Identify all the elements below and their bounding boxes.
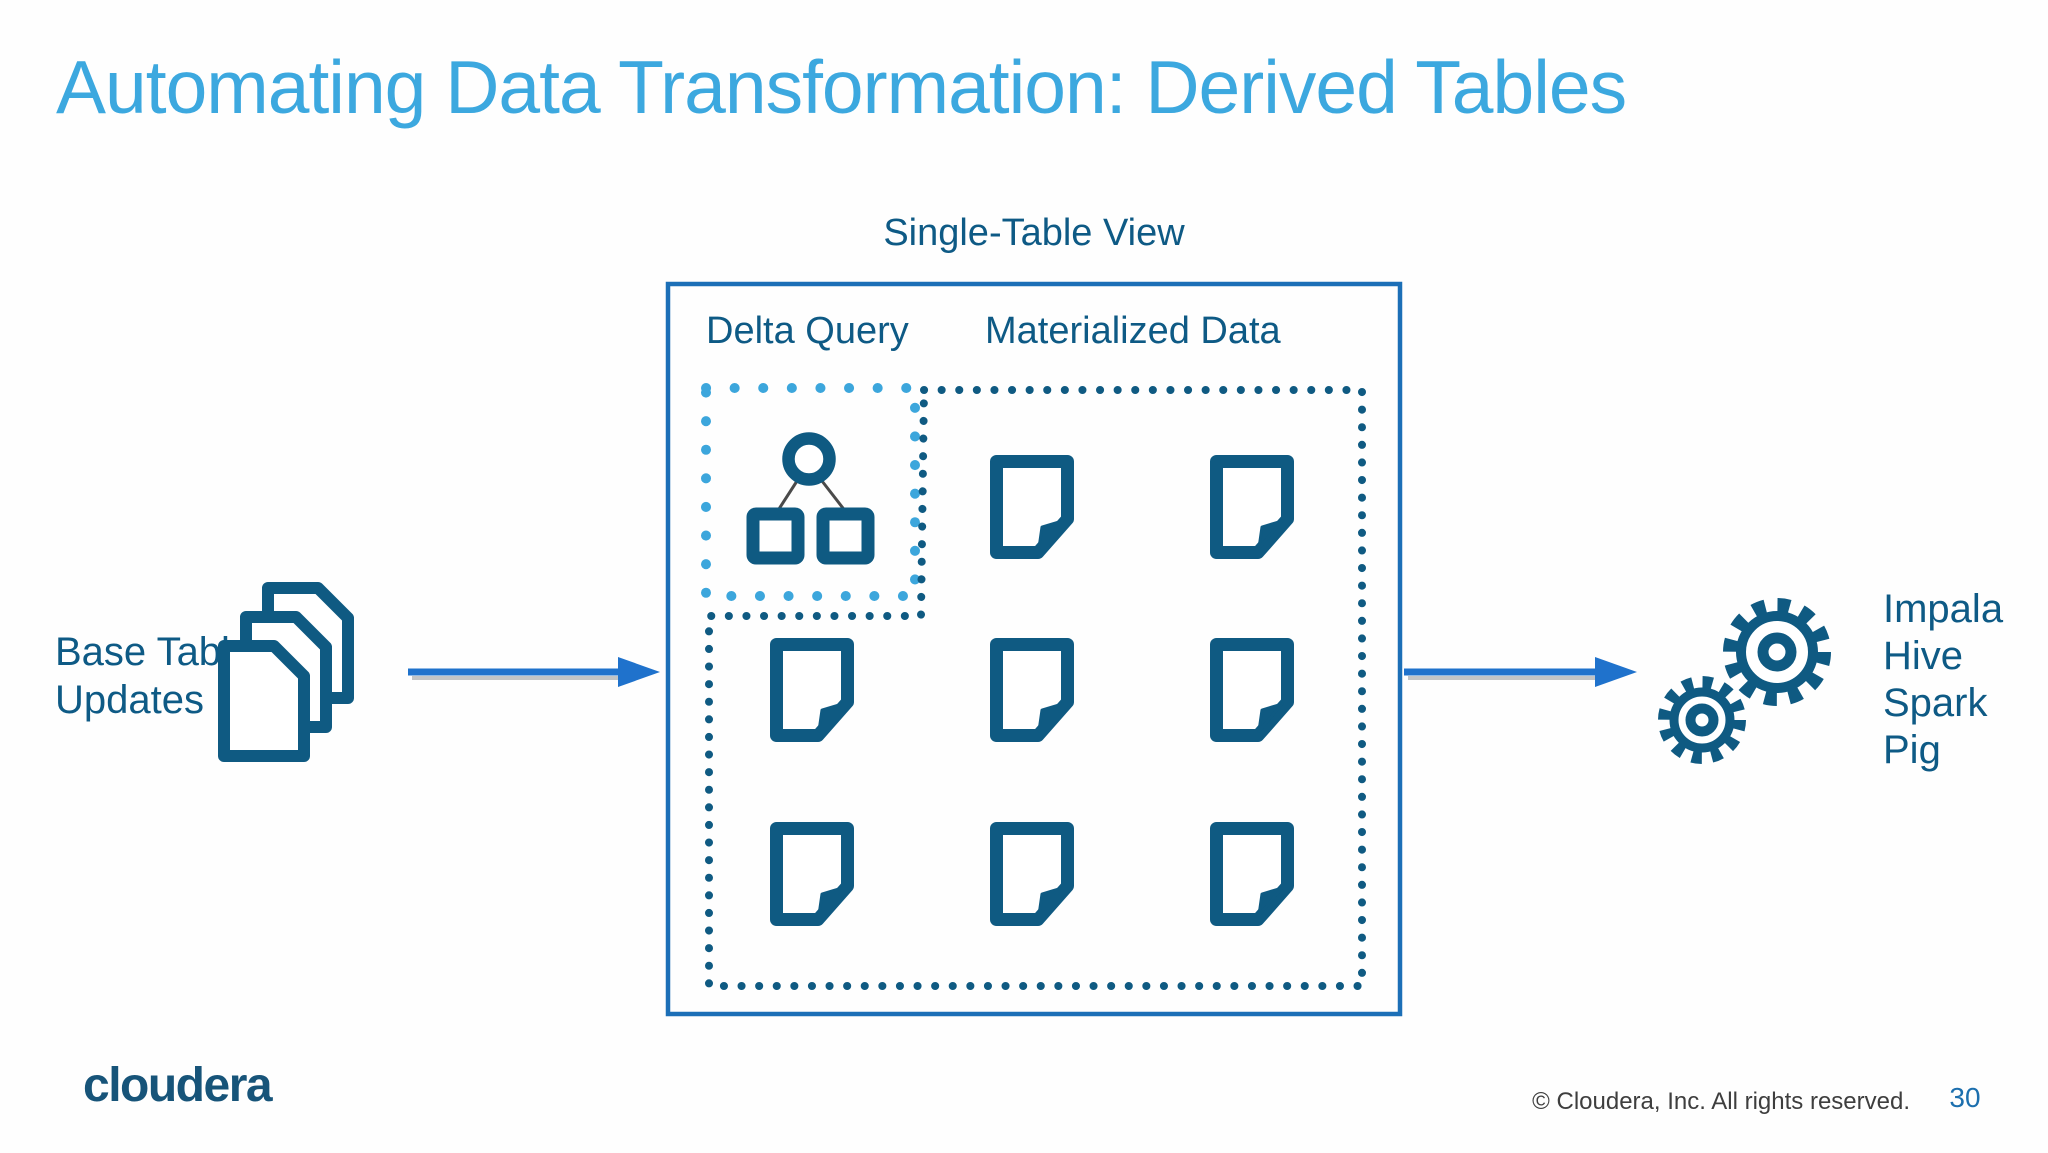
copyright-text: © Cloudera, Inc. All rights reserved. bbox=[1532, 1088, 1910, 1115]
delta-query-header: Delta Query bbox=[706, 310, 909, 352]
page-number: 30 bbox=[1949, 1082, 1981, 1113]
document-icon bbox=[1217, 829, 1288, 920]
document-icon bbox=[997, 645, 1068, 736]
delta-query-dotted-region bbox=[701, 383, 920, 601]
gear-large bbox=[1723, 598, 1831, 706]
left-arrow-icon bbox=[408, 657, 660, 687]
stacked-documents-icon bbox=[224, 588, 348, 756]
engine-spark: Spark bbox=[1883, 681, 1988, 725]
engine-pig: Pig bbox=[1883, 728, 1941, 772]
query-tree-icon bbox=[746, 432, 875, 565]
cloudera-logo: cloudera bbox=[83, 1059, 273, 1112]
document-icon bbox=[777, 645, 848, 736]
materialized-data-dotted-region bbox=[705, 386, 1366, 990]
document-icon bbox=[777, 829, 848, 920]
engines-label: Impala Hive Spark Pig bbox=[1883, 586, 2003, 774]
document-icon bbox=[997, 462, 1068, 553]
gears-icon bbox=[1658, 598, 1831, 764]
document-icon bbox=[1217, 645, 1288, 736]
single-table-view-heading: Single-Table View bbox=[883, 212, 1185, 254]
document-icon bbox=[1217, 462, 1288, 553]
gear-small bbox=[1658, 676, 1746, 764]
materialized-data-header: Materialized Data bbox=[985, 310, 1281, 352]
slide-title: Automating Data Transformation: Derived … bbox=[56, 45, 1627, 129]
single-table-box bbox=[665, 281, 1403, 1017]
engine-impala: Impala bbox=[1883, 587, 2004, 631]
document-icon bbox=[997, 829, 1068, 920]
right-arrow-icon bbox=[1404, 657, 1637, 687]
engine-hive: Hive bbox=[1883, 634, 1964, 678]
